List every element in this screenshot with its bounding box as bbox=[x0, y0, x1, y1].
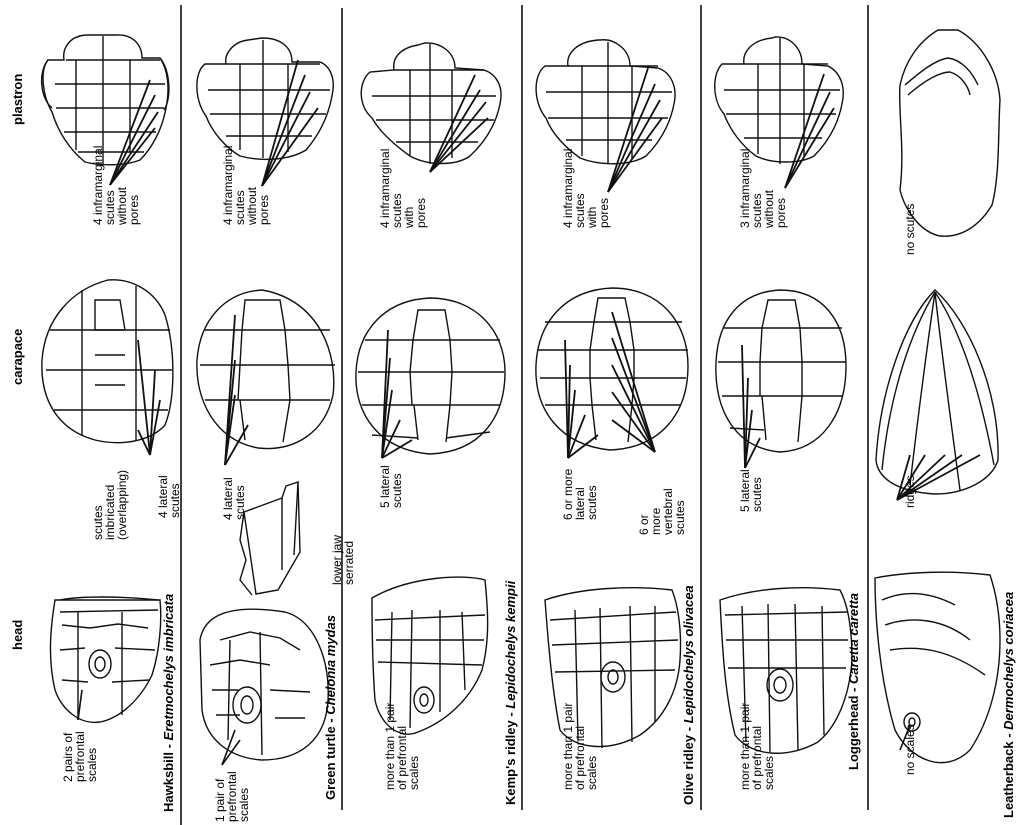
hawksbill-carapace-pointers bbox=[138, 340, 160, 455]
leatherback-plastron-note: no scutes bbox=[880, 204, 928, 255]
header-plastron: plastron bbox=[12, 74, 24, 125]
leatherback-carapace-note: ridges bbox=[880, 475, 928, 508]
green-carapace-pointers bbox=[225, 315, 248, 465]
header-head: head bbox=[12, 620, 24, 650]
header-carapace: carapace bbox=[12, 329, 24, 385]
loggerhead-carapace-pointers bbox=[742, 345, 760, 468]
hawksbill-head bbox=[50, 597, 160, 722]
loggerhead-species-label: Loggerhead - Caretta caretta bbox=[848, 593, 860, 770]
hawksbill-species-label: Hawksbill - Eretmochelys imbricata bbox=[163, 594, 175, 812]
olive-carapace-pointers bbox=[565, 312, 655, 458]
leatherback-species-label: Leatherback - Dermochelys coriacea bbox=[1003, 592, 1015, 818]
olive-species-label: Olive ridley - Lepidochelys olivacea bbox=[683, 585, 695, 805]
kemps-species-label: Kemp's ridley - Lepidochelys kempii bbox=[505, 581, 517, 805]
leatherback-head-note: no scales bbox=[880, 724, 928, 775]
green-species-label: Green turtle - Chelonia mydas bbox=[325, 615, 337, 800]
loggerhead-plastron bbox=[715, 37, 844, 164]
green-head bbox=[200, 609, 328, 760]
green-carapace bbox=[197, 290, 335, 449]
loggerhead-carapace bbox=[716, 290, 846, 452]
hawksbill-carapace bbox=[42, 280, 173, 443]
olive-plastron bbox=[536, 40, 675, 164]
kemps-plastron bbox=[361, 43, 501, 164]
kemps-carapace bbox=[356, 298, 505, 454]
green-plastron bbox=[197, 38, 333, 159]
